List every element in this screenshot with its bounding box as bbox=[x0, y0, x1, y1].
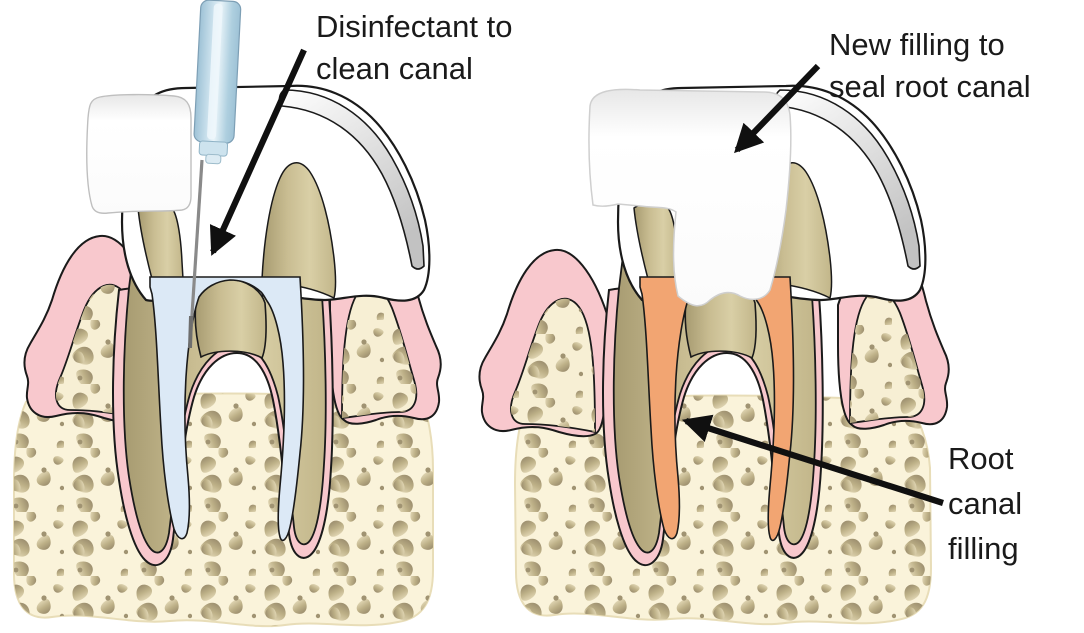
arrow-disinfectant bbox=[209, 48, 307, 256]
panel-sealed-stage bbox=[478, 84, 950, 626]
jaw-bone-texture bbox=[14, 393, 433, 627]
panel-disinfection-stage bbox=[13, 0, 442, 628]
annotation-arrows bbox=[209, 48, 944, 506]
label-line: New filling to bbox=[829, 27, 1005, 62]
label-line: Root bbox=[948, 441, 1014, 476]
label-line: seal root canal bbox=[829, 69, 1031, 104]
syringe-needle-tip bbox=[188, 315, 193, 349]
temporary-filling-block bbox=[86, 93, 192, 214]
label-line: clean canal bbox=[316, 51, 473, 86]
label-line: canal bbox=[948, 486, 1023, 521]
needle-hub-stub bbox=[205, 153, 222, 165]
label-line: Disinfectant to bbox=[316, 9, 513, 44]
label-new-filling: New filling to seal root canal bbox=[829, 24, 1031, 108]
label-root-canal-filling: Root canal filling bbox=[948, 436, 1022, 571]
needle-hub-highlight bbox=[207, 3, 223, 140]
arrow-root-filling bbox=[681, 414, 944, 506]
label-disinfectant: Disinfectant to clean canal bbox=[316, 6, 512, 90]
syringe-needle bbox=[188, 159, 204, 347]
syringe-icon bbox=[188, 0, 242, 349]
needle-hub-collar bbox=[198, 140, 229, 157]
label-line: filling bbox=[948, 531, 1019, 566]
arrow-new-filling bbox=[734, 63, 821, 154]
